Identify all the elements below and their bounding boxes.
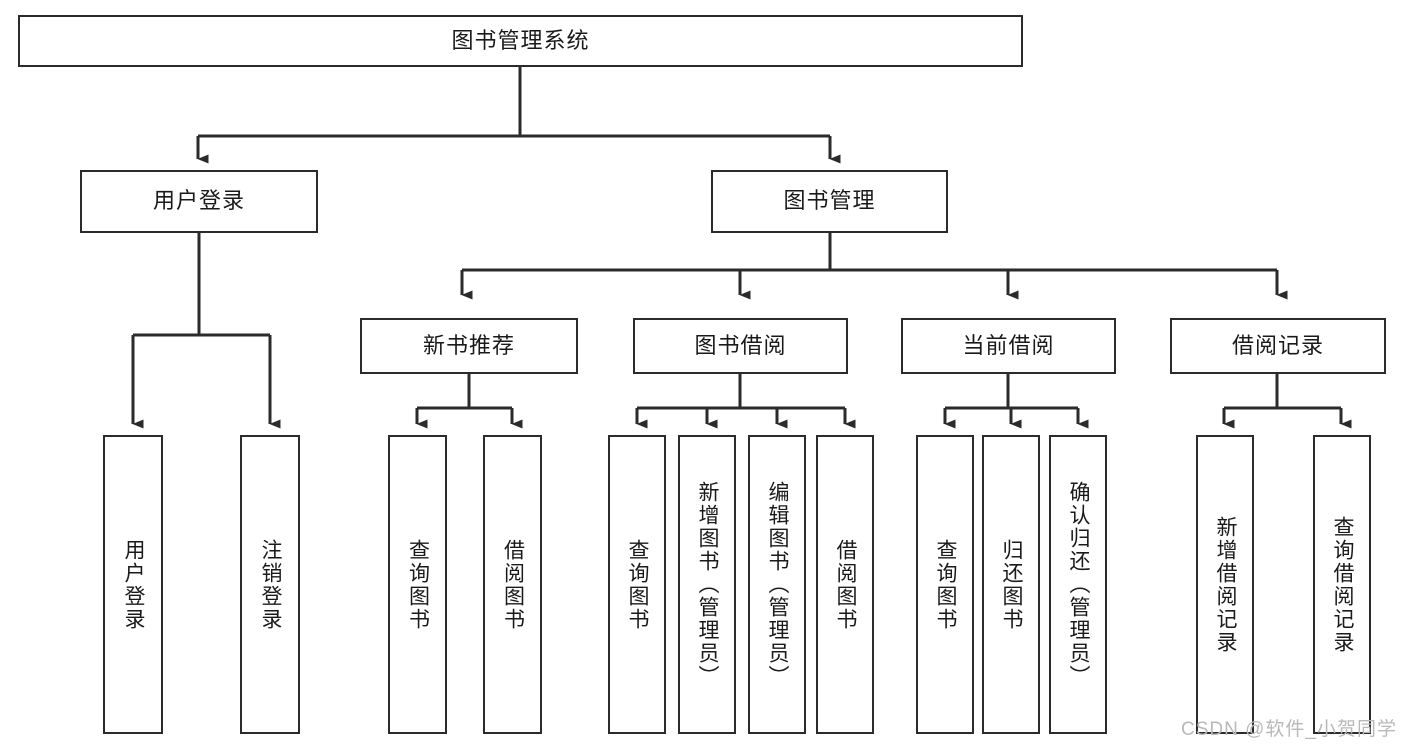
leaf-borrow-book-recommend[interactable]: 借阅图书 [483, 435, 542, 734]
connector-root-to-level2 [196, 67, 841, 164]
node-book-management[interactable]: 图书管理 [711, 170, 948, 233]
node-label: 查询借阅记录 [1331, 515, 1355, 654]
leaf-query-book-current[interactable]: 查询图书 [916, 435, 974, 734]
node-borrow-record[interactable]: 借阅记录 [1170, 318, 1386, 374]
node-label: 借阅记录 [1231, 332, 1324, 358]
csdn-watermark: CSDN @软件_小贺同学 [1181, 719, 1397, 740]
node-label: 查询图书 [626, 538, 650, 631]
node-root-system[interactable]: 图书管理系统 [18, 15, 1023, 67]
leaf-query-book-borrow[interactable]: 查询图书 [608, 435, 666, 734]
node-label: 借阅图书 [834, 538, 858, 631]
node-label: 新书推荐 [422, 332, 515, 358]
connector-bookborrow-to-leaves [635, 374, 856, 429]
leaf-confirm-return-admin[interactable]: 确认归还（管理员） [1049, 435, 1107, 734]
leaf-return-book[interactable]: 归还图书 [982, 435, 1040, 734]
leaf-query-book-recommend[interactable]: 查询图书 [388, 435, 447, 734]
leaf-query-borrow-record[interactable]: 查询借阅记录 [1313, 435, 1371, 734]
node-label: 注销登录 [259, 538, 283, 631]
node-label: 图书借阅 [694, 332, 787, 358]
node-label: 查询图书 [934, 538, 958, 631]
leaf-add-book-admin[interactable]: 新增图书（管理员） [678, 435, 736, 734]
leaf-borrow-book[interactable]: 借阅图书 [816, 435, 874, 734]
node-label: 确认归还（管理员） [1067, 481, 1091, 688]
node-label: 归还图书 [1000, 538, 1024, 631]
connector-bookmgmt-to-level3 [460, 233, 1288, 300]
leaf-edit-book-admin[interactable]: 编辑图书（管理员） [748, 435, 806, 734]
node-label: 新增借阅记录 [1214, 515, 1238, 654]
node-label: 图书管理系统 [451, 27, 590, 53]
node-label: 用户登录 [152, 188, 245, 214]
connector-newbook-to-leaves [415, 374, 523, 429]
node-label: 图书管理 [783, 188, 876, 214]
node-new-book-recommend[interactable]: 新书推荐 [360, 318, 578, 374]
node-label: 新增图书（管理员） [696, 481, 720, 688]
connector-userlogin-to-leaves [131, 233, 281, 429]
node-book-borrow[interactable]: 图书借阅 [633, 318, 848, 374]
node-label: 查询图书 [406, 538, 430, 631]
leaf-add-borrow-record[interactable]: 新增借阅记录 [1196, 435, 1254, 734]
node-label: 当前借阅 [962, 332, 1055, 358]
connector-borrowrecord-to-leaves [1222, 374, 1352, 429]
node-label: 编辑图书（管理员） [766, 481, 790, 688]
node-user-login[interactable]: 用户登录 [80, 170, 318, 233]
node-label: 用户登录 [122, 538, 146, 631]
connector-currentborrow-to-leaves [943, 374, 1089, 429]
leaf-logout-login[interactable]: 注销登录 [240, 435, 300, 734]
node-label: 借阅图书 [501, 538, 525, 631]
leaf-user-login[interactable]: 用户登录 [103, 435, 163, 734]
node-current-borrow[interactable]: 当前借阅 [901, 318, 1116, 374]
